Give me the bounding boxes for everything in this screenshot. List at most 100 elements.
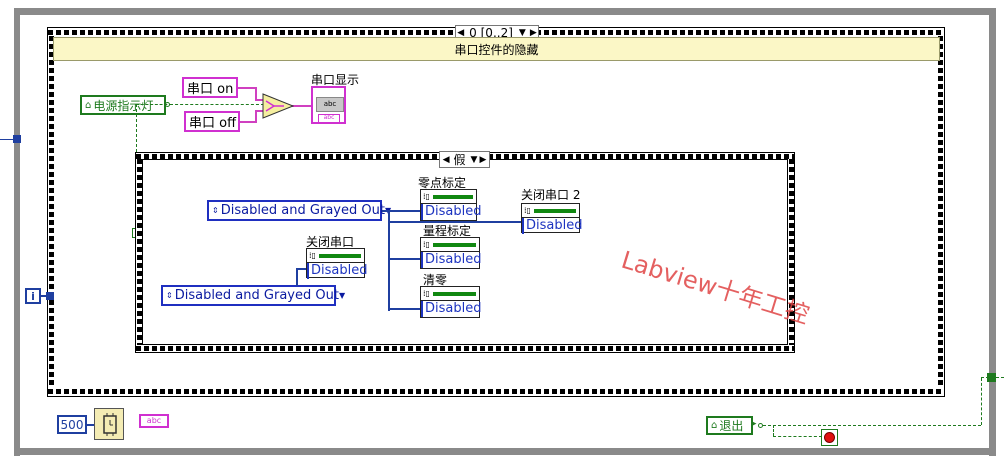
wait-constant[interactable]: 500	[57, 415, 87, 434]
small-string-constant[interactable]: abc	[139, 414, 169, 428]
enum-constant-1[interactable]: ⇕ Disabled and Grayed Out ▼	[207, 200, 391, 221]
home-icon-exit: ⌂	[711, 420, 718, 431]
prop-close2-value: Disabled	[522, 218, 582, 234]
prop-close-bar	[318, 253, 361, 258]
exit-arrow-icon: ▸	[752, 419, 757, 429]
small-string-text: abc	[146, 416, 162, 425]
exit-wire-v	[981, 378, 982, 425]
frame-strip-left	[48, 36, 54, 387]
enum-wire-to-span	[388, 258, 420, 260]
stop-icon	[824, 432, 835, 443]
serial-display-indicator[interactable]: abc abc	[311, 86, 346, 124]
enum-wire-v	[388, 210, 390, 311]
enum-constant-2-text: Disabled and Grayed Out	[174, 288, 339, 303]
enum2-wire-h2	[296, 268, 308, 270]
string-on-text: 串口 on	[187, 82, 234, 97]
frame-strip-right	[937, 36, 944, 387]
exit-output-terminal	[758, 423, 763, 428]
exit-button-label: 退出	[719, 419, 744, 433]
prop-zero-value: Disabled	[421, 204, 481, 220]
while-loop	[14, 8, 996, 456]
serial-display-label: 串口显示	[311, 73, 360, 87]
enum-dropdown-icon-2[interactable]: ▼	[338, 291, 346, 300]
exit-wire-to-stop-v	[773, 425, 774, 436]
decrement-arrow-icon[interactable]: ◀	[457, 28, 465, 38]
dropdown-arrow-icon[interactable]: ▼	[518, 28, 526, 38]
prop-close-label: 关闭串口	[306, 235, 355, 249]
prop-zero-node[interactable]: ⁞▯ Disabled	[420, 189, 481, 221]
exit-button-local[interactable]: ⌂ 退出	[706, 416, 753, 435]
select-function-icon[interactable]	[262, 93, 294, 119]
property-icon: ⁞▯	[309, 251, 316, 260]
left-wire-stub	[0, 139, 14, 140]
increment-arrow-icon[interactable]: ▶	[529, 28, 537, 38]
inner-strip-left	[136, 159, 142, 345]
string-constant-on[interactable]: 串口 on	[182, 77, 238, 98]
stop-terminal[interactable]	[821, 429, 838, 446]
property-icon: ⁞▯	[423, 240, 430, 249]
enum-wire-to-close2-h	[388, 221, 522, 223]
prop-close2-bar	[533, 208, 576, 213]
prop-clear-header: ⁞▯	[421, 287, 479, 301]
iteration-wire	[41, 295, 48, 297]
inner-strip-right	[788, 159, 794, 345]
prop-span-node[interactable]: ⁞▯ Disabled	[420, 237, 481, 269]
serial-display-abc: abc	[323, 100, 337, 108]
prop-close-header: ⁞▯	[307, 249, 364, 263]
home-icon: ⌂	[85, 99, 92, 111]
property-icon: ⁞▯	[423, 289, 430, 298]
serial-display-tag: abc	[318, 114, 340, 123]
string-off-text: 串口 off	[189, 116, 237, 131]
prop-span-header: ⁞▯	[421, 238, 479, 252]
serial-display-inner: abc	[316, 97, 344, 112]
subdiagram-label-text: 串口控件的隐藏	[454, 42, 539, 57]
prop-close2-header: ⁞▯	[522, 204, 579, 218]
property-icon: ⁞▯	[524, 206, 531, 215]
right-tunnel	[987, 373, 996, 382]
prop-close-value: Disabled	[307, 263, 367, 279]
enum-arrows-icon-2: ⇕	[166, 291, 173, 300]
string-wire-on-h2	[255, 99, 265, 101]
prop-span-label: 量程标定	[423, 224, 472, 238]
right-wire-stub	[996, 377, 1004, 378]
wait-function[interactable]	[94, 408, 124, 440]
iteration-terminal-text: i	[31, 289, 35, 303]
prop-zero-bar	[432, 194, 473, 199]
enum-constant-1-text: Disabled and Grayed Out	[220, 203, 385, 218]
iteration-tunnel	[46, 292, 54, 300]
prop-close2-node[interactable]: ⁞▯ Disabled	[521, 203, 582, 234]
string-wire-off-h	[240, 121, 256, 123]
enum-arrows-icon: ⇕	[212, 206, 219, 215]
inner-decrement-icon[interactable]: ◀	[442, 154, 450, 165]
inner-dropdown-icon[interactable]: ▼	[470, 154, 478, 165]
while-loop-bottom-edge	[14, 448, 996, 455]
wait-wire	[87, 424, 95, 426]
inner-case-selector[interactable]: ◀ 假 ▼ ▶	[439, 151, 490, 168]
enum-wire-to-clear	[388, 308, 420, 310]
prop-close-node[interactable]: ⁞▯ Disabled	[306, 248, 367, 279]
prop-clear-value: Disabled	[421, 301, 481, 317]
enum-constant-2[interactable]: ⇕ Disabled and Grayed Out ▼	[161, 285, 345, 306]
exit-wire-to-stop-h	[773, 436, 822, 437]
string-wire-out	[292, 105, 312, 107]
prop-clear-bar	[432, 291, 476, 296]
string-wire-off-v	[255, 110, 257, 123]
prop-clear-node[interactable]: ⁞▯ Disabled	[420, 286, 481, 318]
iteration-terminal: i	[25, 288, 41, 304]
string-wire-on-v	[255, 87, 257, 100]
outer-case-selector-value: 0 [0..2]	[469, 26, 513, 40]
property-icon: ⁞▯	[423, 192, 430, 201]
string-wire-on-h	[238, 87, 256, 89]
string-wire-off-h2	[255, 110, 265, 112]
subdiagram-label: 串口控件的隐藏	[53, 37, 940, 61]
enum2-wire-v	[296, 268, 298, 286]
enum-wire-to-zero	[388, 210, 420, 212]
left-tunnel	[13, 135, 21, 143]
inner-case-selector-value: 假	[453, 153, 466, 167]
inner-increment-icon[interactable]: ▶	[479, 154, 487, 165]
clock-icon	[103, 413, 117, 436]
power-indicator-label: 电源指示灯	[93, 98, 154, 113]
prop-close2-label: 关闭串口 2	[521, 188, 581, 202]
string-constant-off[interactable]: 串口 off	[184, 111, 240, 132]
wait-constant-text: 500	[60, 417, 84, 432]
